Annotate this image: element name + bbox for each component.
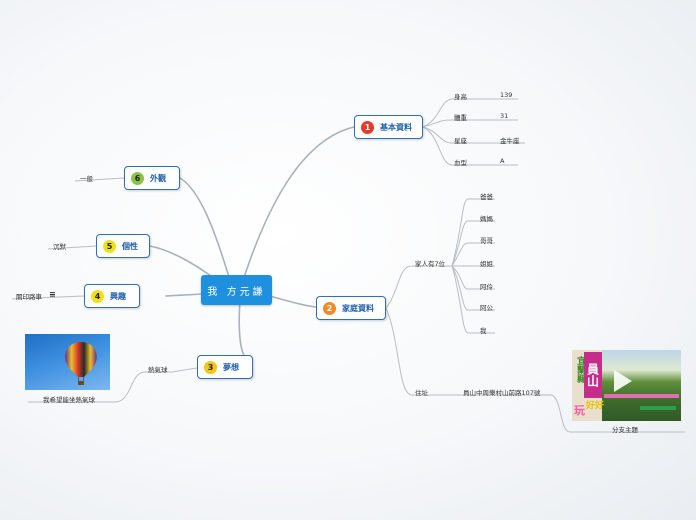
number-five-icon: 5 (103, 239, 116, 253)
note-icon[interactable]: ≡ (49, 290, 56, 299)
topic-family-info-label: 家庭資料 (342, 303, 374, 313)
yuanshan-image-text: 員山 (584, 352, 602, 398)
family-member[interactable]: 媽媽 (480, 215, 493, 223)
family-member[interactable]: 阿伶 (480, 283, 493, 291)
central-topic-label: 我 方元謙 (207, 286, 266, 298)
hot-air-balloon-icon (65, 342, 97, 385)
topic-personality[interactable]: 5 個性 (96, 234, 150, 258)
weight-value[interactable]: 31 (500, 112, 509, 120)
hot-air-balloon-image (25, 334, 110, 390)
hobby-item-label[interactable]: 關印路車 (16, 293, 42, 301)
height-label[interactable]: 身高 (454, 93, 467, 101)
topic-family-info[interactable]: 2 家庭資料 (316, 296, 386, 320)
zodiac-label[interactable]: 星座 (454, 137, 467, 145)
blood-type-label[interactable]: 血型 (454, 159, 467, 167)
topic-dream-label: 夢想 (223, 362, 239, 372)
balloon-caption[interactable]: 我希望能坐熱氣球 (43, 396, 95, 404)
topic-hobby-label: 興趣 (110, 291, 126, 301)
blood-type-value[interactable]: A (500, 157, 505, 165)
number-one-icon: 1 (361, 120, 374, 134)
subtopic-label[interactable]: 分支主題 (612, 426, 638, 434)
number-six-icon: 6 (131, 171, 144, 185)
yuanshan-image-text: 玩 (574, 404, 585, 417)
family-member[interactable]: 姐姐 (480, 260, 493, 268)
zodiac-value[interactable]: 金牛座 (500, 137, 520, 145)
family-member[interactable]: 阿公 (480, 304, 493, 312)
family-member[interactable]: 爸爸 (480, 193, 493, 201)
number-three-icon: 3 (204, 360, 217, 374)
topic-basic-info-label: 基本資料 (380, 122, 412, 132)
hot-air-balloon-label[interactable]: 熱氣球 (148, 366, 168, 374)
topic-basic-info[interactable]: 1 基本資料 (354, 115, 423, 139)
number-four-icon: 4 (91, 289, 104, 303)
appearance-item-label[interactable]: 一般 (80, 175, 93, 183)
topic-hobby[interactable]: 4 興趣 (84, 284, 140, 308)
personality-item-label[interactable]: 沉默 (53, 243, 66, 251)
topic-personality-label: 個性 (122, 241, 138, 251)
weight-label[interactable]: 體重 (454, 114, 467, 122)
central-topic[interactable]: 我 方元謙 (201, 275, 272, 305)
number-two-icon: 2 (323, 301, 336, 315)
play-icon[interactable] (614, 370, 632, 392)
address-label[interactable]: 住址 (415, 389, 428, 397)
height-value[interactable]: 139 (500, 91, 513, 99)
topic-dream[interactable]: 3 夢想 (197, 355, 253, 379)
yuanshan-image-text: 宜蘭縣 (575, 356, 585, 383)
yuanshan-image-text: 好好 (586, 401, 605, 411)
family-members-label[interactable]: 家人有7位 (415, 260, 446, 268)
topic-appearance-label: 外觀 (150, 173, 166, 183)
family-member[interactable]: 我 (480, 327, 487, 335)
family-member[interactable]: 哥哥 (480, 237, 493, 245)
address-value[interactable]: 員山中周樂村山前路107號 (463, 389, 541, 397)
topic-appearance[interactable]: 6 外觀 (124, 166, 180, 190)
yuanshan-video-thumbnail[interactable]: 宜蘭縣 員山 好好 玩 (572, 350, 681, 421)
